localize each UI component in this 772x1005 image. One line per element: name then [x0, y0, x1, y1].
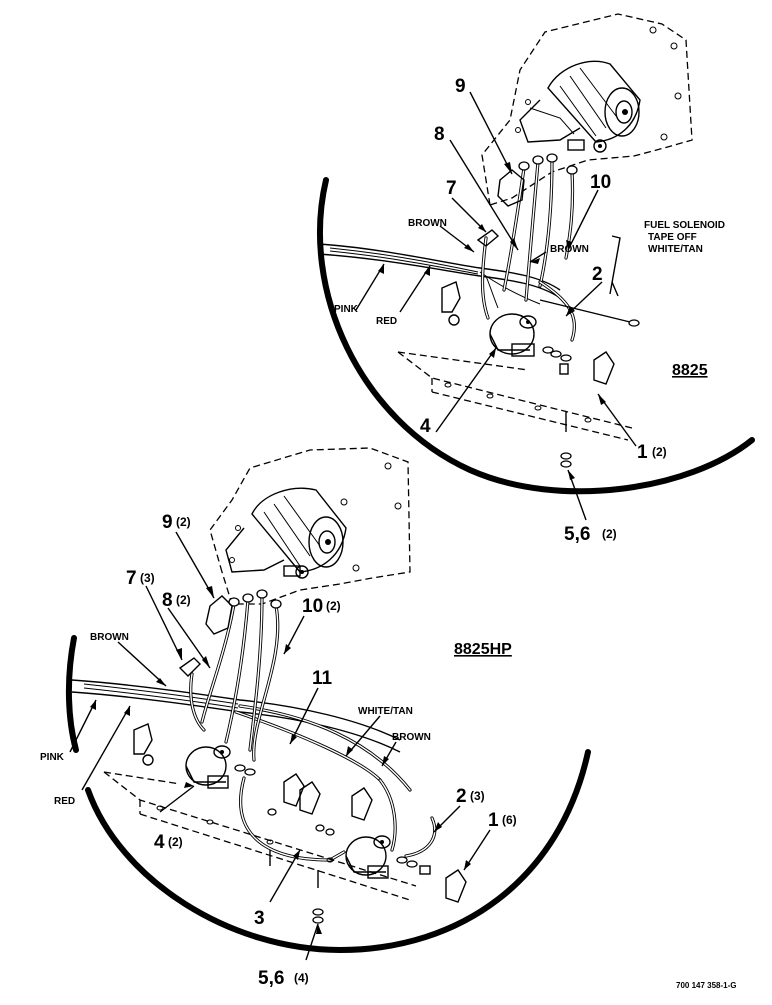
bottom-callout-8-qty: (2) — [176, 593, 191, 607]
top-leaders — [355, 91, 637, 521]
bottom-callout-9-group: 9 (2) — [162, 512, 191, 533]
bottom-boot-1-d — [351, 787, 373, 821]
top-callout-5-6: 5,6 — [564, 524, 590, 545]
bottom-callout-8: 8 — [162, 590, 173, 611]
top-starter-motor — [519, 60, 641, 153]
bottom-callout-2: 2 — [456, 786, 467, 807]
top-solenoid — [489, 313, 537, 357]
top-model-label: 8825 — [672, 362, 708, 379]
bottom-callout-4-group: 4 (2) — [154, 832, 183, 853]
bottom-label-red: RED — [54, 796, 75, 807]
bottom-callout-4: 4 — [154, 832, 165, 853]
bottom-arrowheads — [90, 586, 471, 934]
bottom-boot-1-a — [133, 723, 153, 755]
top-fuel-note-line2: TAPE OFF — [648, 232, 697, 243]
top-callout-56-group: 5,6 (2) — [564, 524, 617, 545]
bottom-callout-10-qty: (2) — [326, 599, 341, 613]
top-fuel-lead-end — [628, 319, 640, 327]
bottom-label-brown-left: BROWN — [90, 632, 129, 643]
top-callout-2: 2 — [592, 264, 603, 285]
bottom-callout-56-group: 5,6 (4) — [258, 968, 309, 989]
bottom-callout-9-qty: (2) — [176, 515, 191, 529]
bottom-cables — [189, 594, 437, 862]
bottom-callout-1-group: 1 (6) — [488, 810, 517, 831]
bottom-label-brown-right: BROWN — [392, 732, 431, 743]
top-callout-5-6-qty: (2) — [602, 527, 617, 541]
top-callout-8: 8 — [434, 124, 445, 145]
bottom-callout-10-group: 10 (2) — [302, 596, 341, 617]
bottom-plate-holes — [229, 462, 402, 572]
bottom-boot-7 — [178, 657, 201, 677]
top-callout-7: 7 — [446, 178, 457, 199]
top-boot-1-right — [593, 351, 615, 385]
bottom-solenoid-left — [185, 745, 256, 789]
top-detail-circle — [316, 177, 755, 495]
bottom-callout-2-qty: (3) — [470, 789, 485, 803]
bottom-model-label: 8825HP — [454, 641, 512, 658]
top-boot-9 — [497, 169, 525, 207]
bottom-view: 9 (2) 7 (3) 8 (2) 10 (2) 11 2 (3) 1 (6) … — [40, 447, 591, 989]
bottom-label-pink: PINK — [40, 752, 65, 763]
bottom-boot-1-c — [299, 781, 321, 815]
top-fuel-lead — [539, 299, 631, 323]
bottom-engine-plate — [209, 447, 411, 605]
top-callout-10: 10 — [590, 172, 611, 193]
top-boot-1-left — [441, 281, 461, 313]
bottom-callout-4-qty: (2) — [168, 835, 183, 849]
top-callout-1-group: 1 (2) — [637, 442, 667, 463]
bottom-label-white-tan: WHITE/TAN — [358, 706, 413, 717]
bottom-boot-9 — [205, 595, 233, 635]
top-arrowheads — [378, 162, 606, 480]
bottom-callout-5-6-qty: (4) — [294, 971, 309, 985]
bottom-callout-9: 9 — [162, 512, 173, 533]
bottom-frame-rail — [103, 771, 417, 901]
bottom-callout-5-6: 5,6 — [258, 968, 284, 989]
top-frame-rail — [397, 351, 633, 441]
bottom-callout-11: 11 — [312, 668, 333, 689]
bottom-bolt-left — [142, 754, 154, 766]
bottom-leaders — [69, 531, 491, 961]
bottom-starter-motor — [225, 487, 347, 579]
top-label-brown-left: BROWN — [408, 218, 447, 229]
top-fuel-note-line3: WHITE/TAN — [648, 244, 703, 255]
top-engine-plate — [481, 13, 693, 206]
bottom-callout-7: 7 — [126, 568, 137, 589]
top-label-pink: PINK — [334, 304, 359, 315]
top-view: 9 8 7 10 2 4 1 (2) 5,6 (2) BROWN BROWN P… — [316, 13, 755, 545]
bottom-terminal-nuts — [228, 589, 282, 609]
bottom-callout-1: 1 — [488, 810, 499, 831]
bottom-callout-1-qty: (6) — [502, 813, 517, 827]
top-bolt-left — [448, 314, 460, 326]
top-wire-harness — [317, 243, 561, 309]
bottom-wire-harness — [71, 679, 412, 792]
top-label-brown-right: BROWN — [550, 244, 589, 255]
bottom-boot-1-e — [445, 869, 467, 903]
top-callout-1: 1 — [637, 442, 648, 463]
bottom-callout-8-group: 8 (2) — [162, 590, 191, 611]
bottom-callout-7-qty: (3) — [140, 571, 155, 585]
top-callout-9: 9 — [455, 76, 466, 97]
bottom-callout-3: 3 — [254, 908, 265, 929]
bottom-callout-7-group: 7 (3) — [126, 568, 155, 589]
bottom-detail-circle-left — [65, 635, 79, 753]
bottom-callout-2-group: 2 (3) — [456, 786, 485, 807]
top-boot-7 — [476, 229, 500, 247]
figure-id: 700 147 358-1-G — [676, 981, 737, 990]
top-hardware-stack — [542, 346, 572, 468]
top-fuel-note-line1: FUEL SOLENOID — [644, 220, 725, 231]
bottom-hardware-stack — [267, 808, 335, 924]
top-callout-4: 4 — [420, 416, 431, 437]
top-callout-1-qty: (2) — [652, 445, 667, 459]
top-plate-holes — [515, 26, 682, 141]
top-terminal-nuts — [518, 153, 578, 175]
top-label-red: RED — [376, 316, 397, 327]
bottom-callout-10: 10 — [302, 596, 323, 617]
bottom-detail-circle — [85, 749, 591, 954]
bottom-solenoid-right — [345, 835, 431, 879]
